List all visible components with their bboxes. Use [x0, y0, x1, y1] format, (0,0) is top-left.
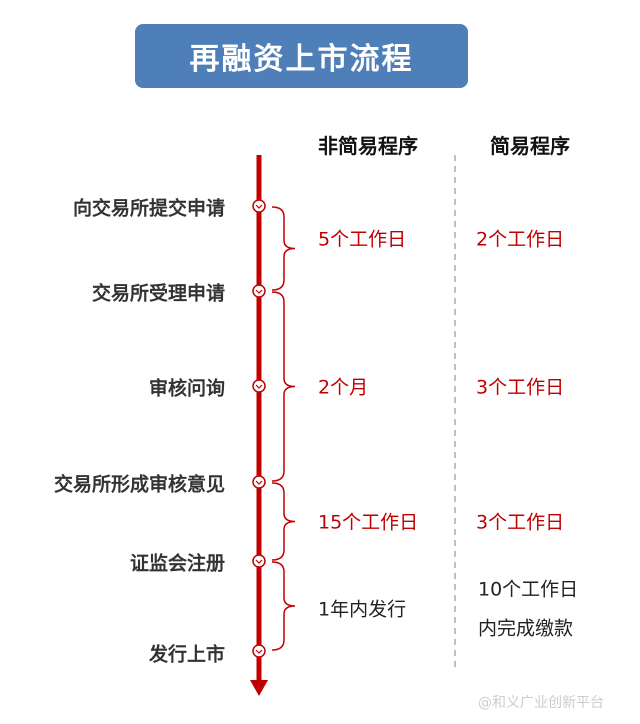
chevron-down-icon: [255, 289, 263, 294]
duration-simple: 10个工作日: [478, 578, 579, 601]
duration-normal: 1年内发行: [318, 598, 407, 621]
timeline-node-icon: [252, 284, 266, 298]
step-label: 向交易所提交申请: [72, 197, 225, 220]
bracket-icon: [271, 291, 296, 482]
duration-normal: 2个月: [318, 376, 369, 399]
timeline-node-icon: [252, 475, 266, 489]
chevron-down-icon: [255, 480, 263, 485]
chevron-down-icon: [255, 204, 263, 209]
duration-simple: 内完成缴款: [478, 617, 574, 640]
step-label: 证监会注册: [129, 552, 225, 575]
timeline-node-icon: [252, 644, 266, 658]
step-label: 交易所受理申请: [91, 282, 225, 305]
duration-simple: 3个工作日: [476, 511, 565, 534]
step-label: 发行上市: [148, 643, 225, 666]
watermark: @和义广业创新平台: [478, 695, 604, 711]
timeline-node-icon: [252, 379, 266, 393]
timeline-node-icon: [252, 554, 266, 568]
chevron-down-icon: [255, 559, 263, 564]
chevron-down-icon: [255, 649, 263, 654]
chevron-down-icon: [255, 384, 263, 389]
bracket-icon: [271, 482, 296, 561]
timeline-node-icon: [252, 199, 266, 213]
duration-simple: 3个工作日: [476, 376, 565, 399]
column-header-normal: 非简易程序: [318, 134, 418, 158]
step-label: 交易所形成审核意见: [53, 473, 225, 496]
duration-normal: 5个工作日: [318, 228, 407, 251]
column-header-simple: 简易程序: [490, 134, 570, 158]
step-label: 审核问询: [148, 377, 225, 400]
timeline-arrow-icon: [250, 680, 268, 696]
duration-normal: 15个工作日: [318, 511, 419, 534]
page-title: 再融资上市流程: [135, 24, 468, 88]
duration-simple: 2个工作日: [476, 228, 565, 251]
bracket-icon: [271, 561, 296, 651]
bracket-icon: [271, 206, 296, 291]
